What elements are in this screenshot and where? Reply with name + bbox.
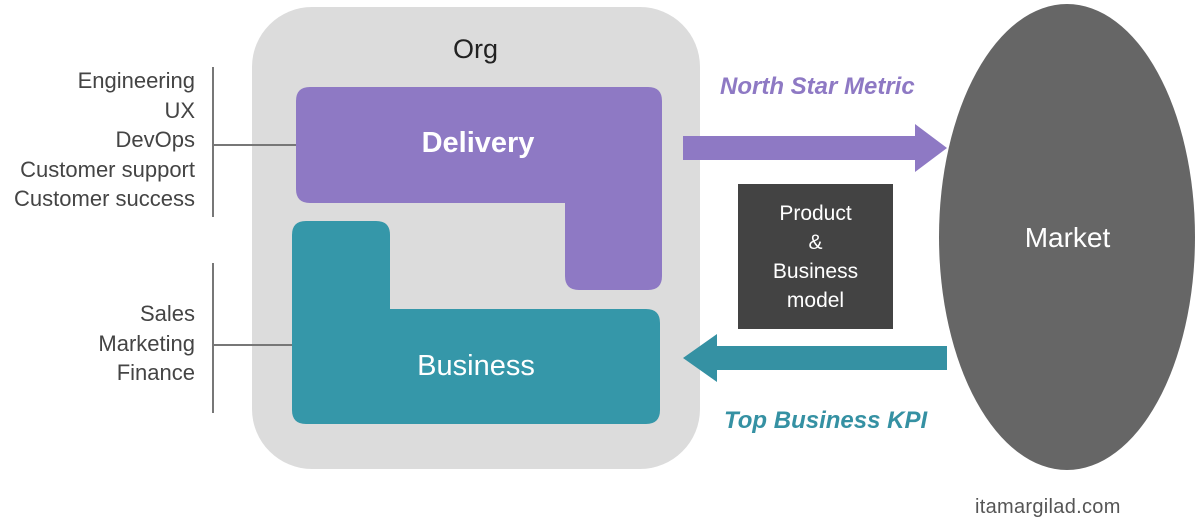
north-star-metric-label: North Star Metric — [720, 73, 915, 100]
product-model-line: Business — [772, 259, 859, 283]
delivery-team-item: Engineering — [77, 68, 195, 93]
delivery-team-item: UX — [164, 97, 195, 123]
top-business-kpi-label: Top Business KPI — [724, 407, 928, 434]
business-kpi-arrow — [683, 334, 947, 382]
business-team-item: Marketing — [98, 330, 195, 356]
product-model-line: Product — [779, 201, 852, 225]
business-teams-list: Sales Marketing Finance — [98, 299, 195, 388]
business-team-item: Sales — [139, 301, 195, 326]
delivery-block — [296, 87, 662, 290]
product-business-model-box: Product & Business model — [738, 184, 893, 329]
delivery-team-item: Customer support — [20, 156, 195, 182]
north-star-arrow — [683, 124, 947, 172]
product-model-line: model — [786, 288, 845, 312]
market-label: Market — [1024, 222, 1111, 253]
product-model-line: & — [808, 230, 823, 254]
market-ellipse — [939, 4, 1195, 470]
business-block — [292, 221, 660, 424]
business-label: Business — [417, 350, 535, 382]
delivery-team-item: DevOps — [115, 127, 195, 152]
delivery-team-item: Customer success — [14, 186, 195, 211]
org-title: Org — [453, 34, 499, 64]
credit-text: itamargilad.com — [975, 496, 1121, 518]
delivery-teams-list: Engineering UX DevOps Customer support C… — [14, 66, 195, 214]
business-team-item: Finance — [116, 360, 195, 385]
delivery-label: Delivery — [421, 127, 535, 159]
